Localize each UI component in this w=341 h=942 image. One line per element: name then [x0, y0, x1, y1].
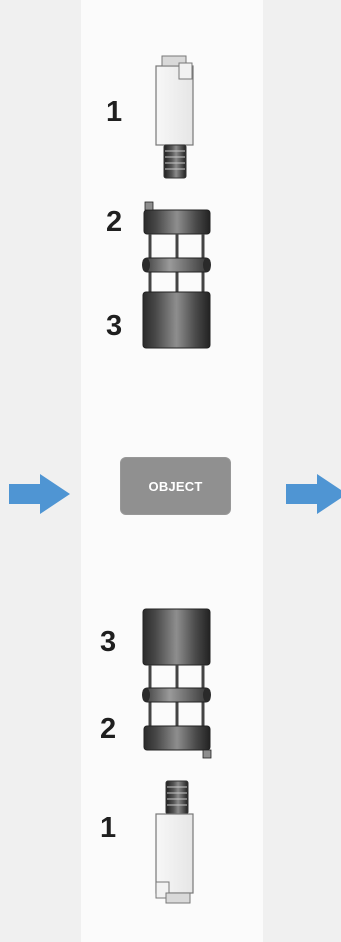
bottom-label-2: 2 — [100, 713, 117, 745]
object-box: OBJECT — [120, 457, 231, 515]
bottom-camera-icon — [155, 780, 194, 904]
bottom-mount-assembly-icon — [142, 608, 212, 759]
top-camera-icon — [155, 55, 194, 179]
top-label-2: 2 — [106, 206, 123, 238]
object-label: OBJECT — [148, 478, 203, 494]
bottom-label-3: 3 — [100, 626, 117, 658]
top-label-1: 1 — [106, 96, 123, 128]
left-arrow-icon — [9, 474, 70, 514]
top-mount-assembly-icon — [142, 201, 211, 349]
top-label-3: 3 — [106, 310, 123, 342]
bottom-label-1: 1 — [100, 812, 117, 844]
right-arrow-icon — [286, 474, 341, 514]
